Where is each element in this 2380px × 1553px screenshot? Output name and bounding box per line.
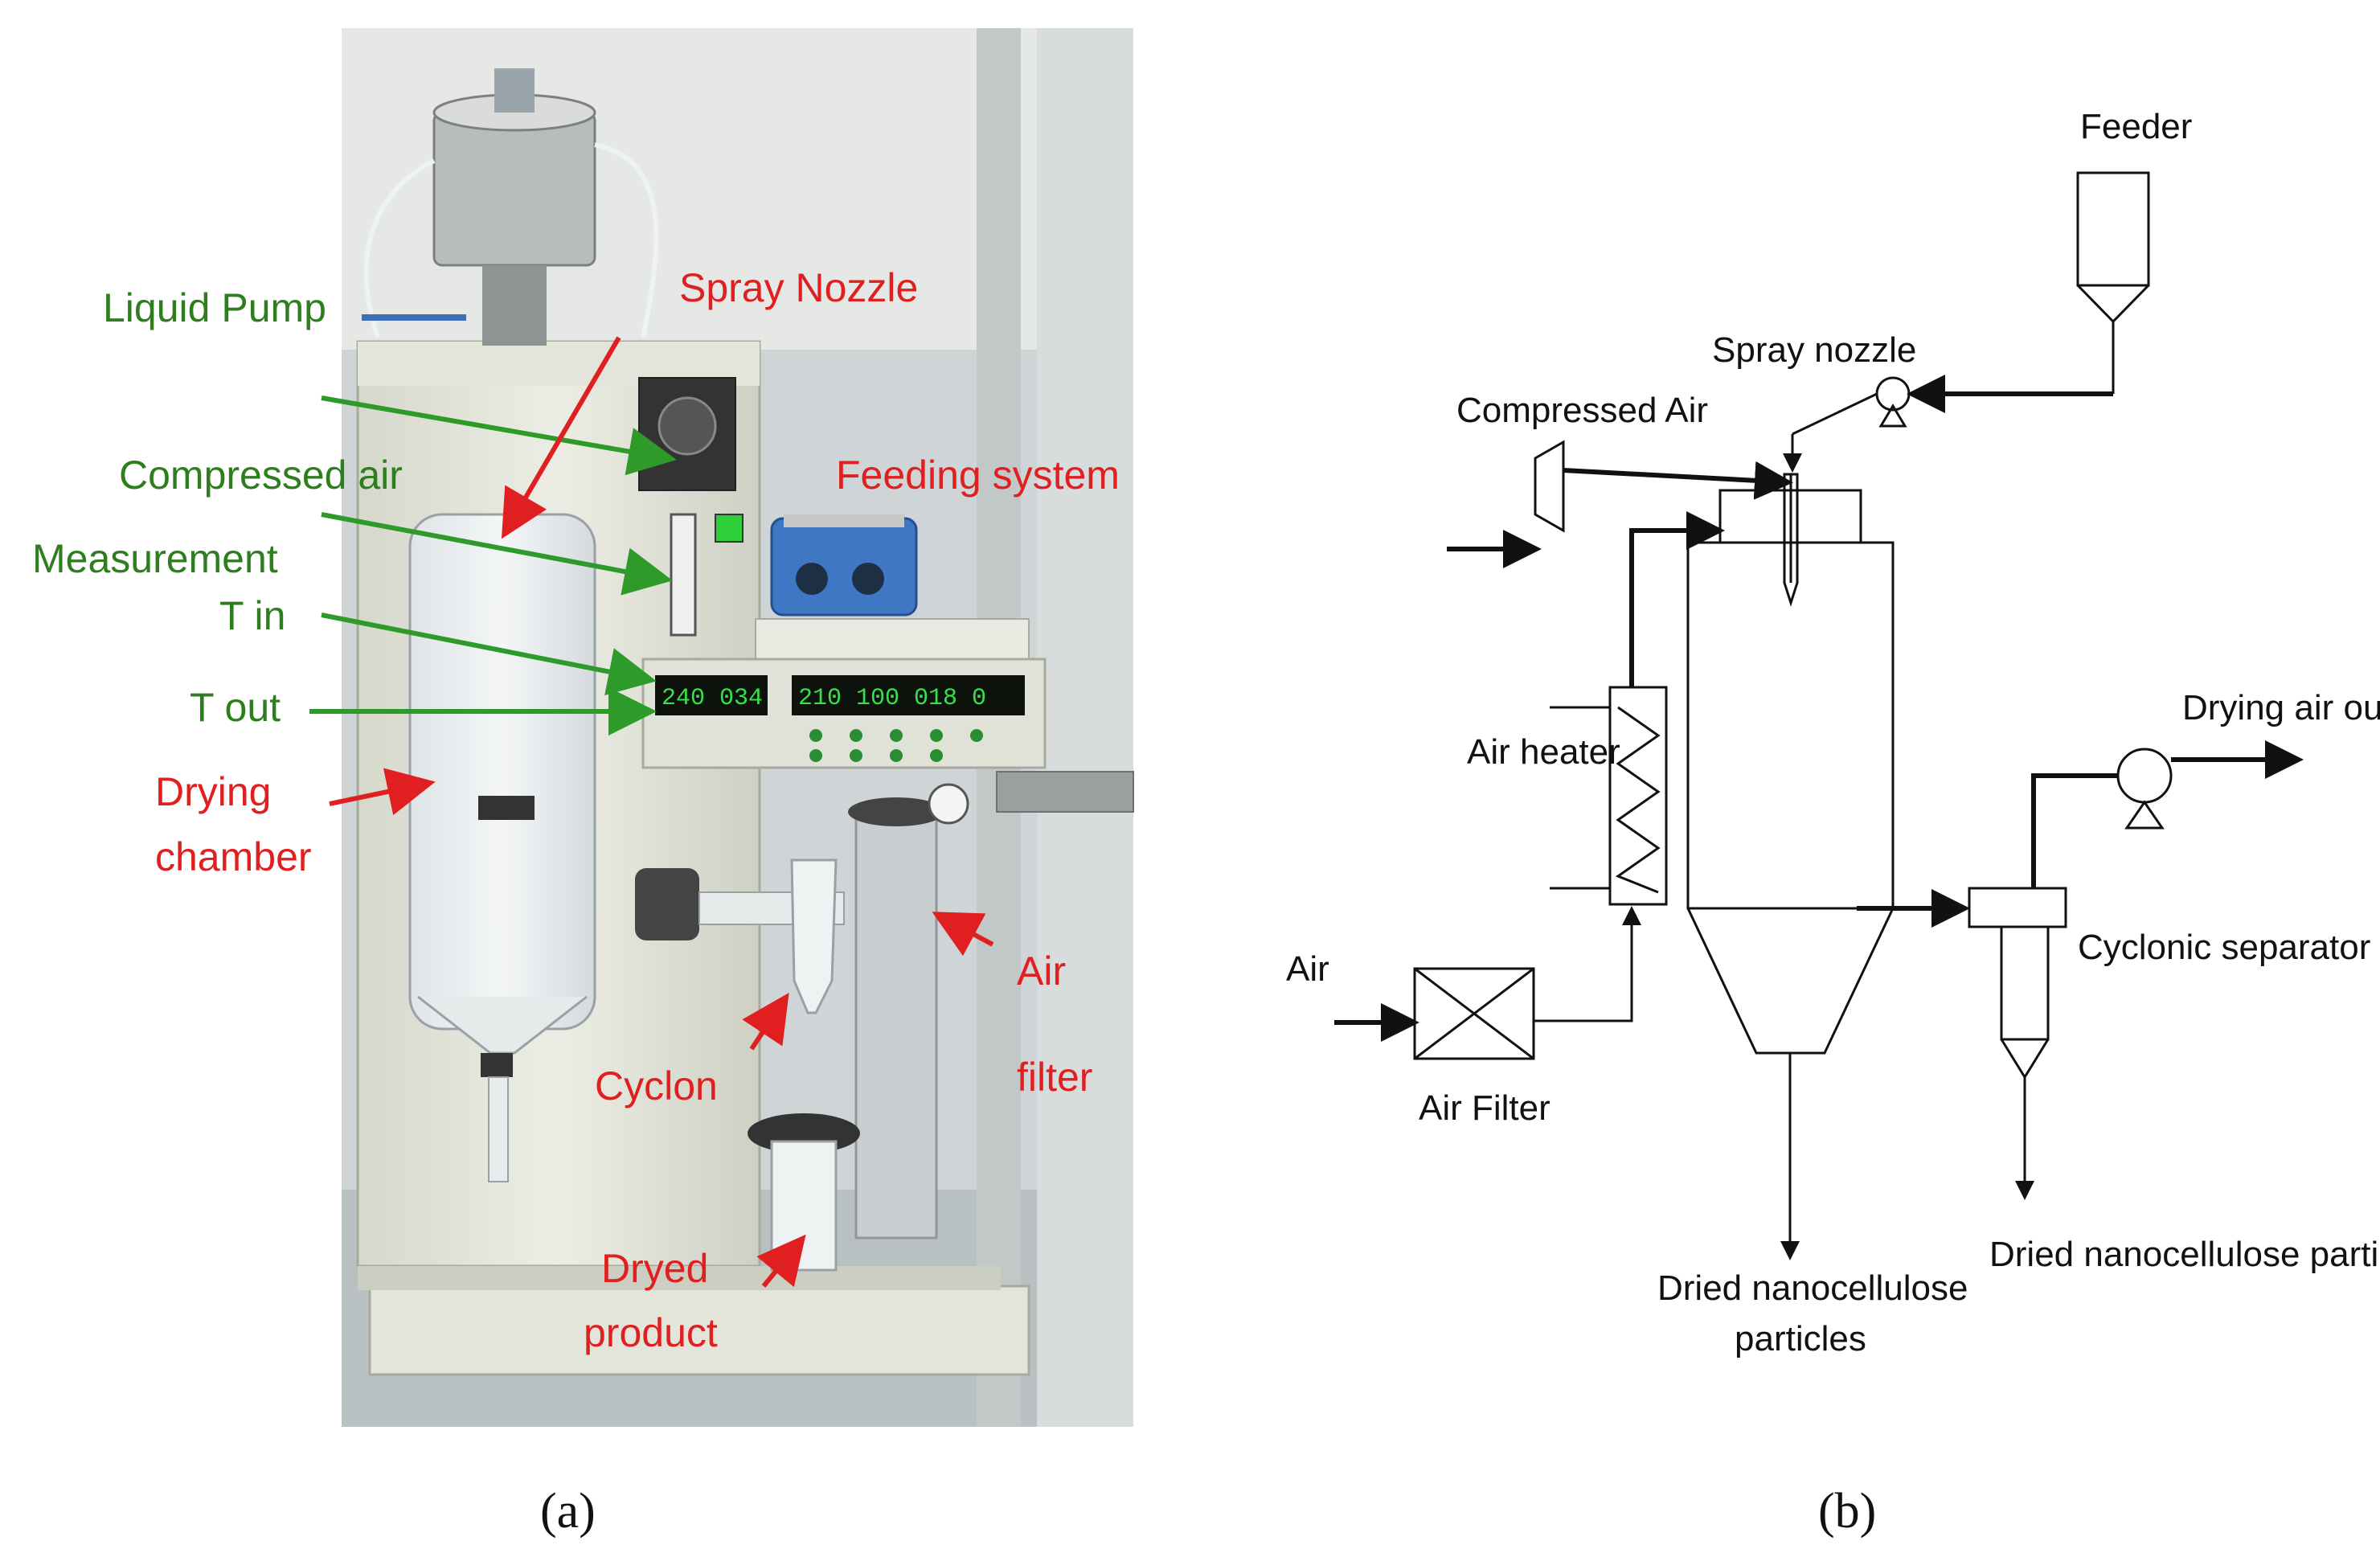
- label-liquid-pump: Liquid Pump: [103, 285, 326, 330]
- label-air-heater: Air heater: [1467, 732, 1620, 772]
- cyclone-glass: [790, 858, 838, 1014]
- tube-right: [594, 142, 659, 338]
- air-filter-x2: [1414, 967, 1534, 1060]
- label-air: Air: [1286, 949, 1329, 989]
- label-cyclon: Cyclon: [595, 1063, 718, 1108]
- feed-pump-base: [1878, 404, 1907, 428]
- arrow-compressed-air: [321, 512, 673, 596]
- air-heater-coil: [1615, 706, 1661, 894]
- label-spray-nozzle-b: Spray nozzle: [1712, 330, 1916, 370]
- label-feeder: Feeder: [2080, 107, 2192, 146]
- photo-panel: 240 034 210 100 018 0 Liquid Pump Spray …: [32, 28, 1134, 1539]
- liquid-pump-motor: [494, 68, 535, 113]
- drying-chamber-glass: [408, 513, 596, 1031]
- label-feeding-system: Feeding system: [836, 453, 1120, 498]
- label-dried-right: Dried nanocellulose particles: [1989, 1235, 2380, 1274]
- display-right-value: 210 100 018 0: [798, 685, 986, 712]
- arrow-liquid-pump: [321, 395, 677, 476]
- arrow-cyclon: [742, 993, 789, 1051]
- arrow-drying-chamber: [329, 768, 436, 816]
- label-compressed-air-b: Compressed Air: [1456, 391, 1708, 430]
- pressure-gauge: [928, 783, 969, 825]
- label-chamber: chamber: [155, 834, 312, 879]
- label-drying: Drying: [155, 769, 271, 814]
- arrow-dryed-product: [756, 1234, 806, 1288]
- label-t-in: T in: [219, 593, 285, 638]
- label-product: product: [584, 1310, 718, 1355]
- heater-to-chamber: [1629, 511, 1725, 687]
- feeding-stirrer: [770, 517, 918, 617]
- liquid-pump-housing: [432, 111, 596, 267]
- instrument-shelf: [755, 618, 1030, 660]
- drying-chamber-cone: [1686, 908, 1895, 1055]
- air-rotameter: [670, 513, 697, 637]
- instrument-base: [368, 1285, 1030, 1376]
- support-bracket: [996, 771, 1134, 813]
- label-cyclonic-separator: Cyclonic separator: [2078, 928, 2370, 967]
- cyclone-cone: [2000, 1039, 2050, 1080]
- display-left-screen: [655, 675, 768, 715]
- label-dryed: Dryed: [601, 1246, 708, 1291]
- cyclone-body: [2000, 925, 2050, 1041]
- stirrer-knob-1: [796, 563, 828, 595]
- label-air-filter: Air Filter: [1419, 1088, 1550, 1128]
- label-t-out: T out: [190, 685, 281, 730]
- outlet-valve: [635, 868, 699, 940]
- compressed-air-to-nozzle: [1563, 461, 1793, 500]
- label-measurement: Measurement: [32, 536, 278, 581]
- display-buttons: [809, 729, 983, 762]
- cyclone-to-fan: [2031, 773, 2118, 888]
- feed-pump-to-nozzle: [1792, 392, 1878, 436]
- stirrer-plate: [784, 514, 904, 527]
- caption-a: (a): [540, 1484, 596, 1539]
- collection-tube: [488, 1076, 509, 1182]
- display-right-screen: [792, 675, 1025, 715]
- chamber-neck-clamp: [481, 1053, 513, 1077]
- instrument-base-edge: [358, 1266, 1001, 1290]
- caption-b: (b): [1818, 1484, 1876, 1539]
- arrow-spray-nozzle: [501, 336, 621, 539]
- air-filter-column: [854, 810, 938, 1240]
- chamber-clamp: [478, 796, 535, 820]
- arrow-t-in: [321, 613, 657, 696]
- label-dried-line2: particles: [1735, 1319, 1866, 1358]
- feeder-hopper: [2076, 171, 2150, 287]
- pump-dial: [657, 396, 717, 456]
- stirrer-knob-2: [852, 563, 884, 595]
- schematic-panel: Feeder Spray nozzle Compressed Air Dried…: [1286, 107, 2380, 1539]
- product-vessel: [770, 1140, 838, 1272]
- filter-to-heater: [1534, 906, 1641, 1022]
- label-compressed-air: Compressed air: [119, 453, 403, 498]
- display-left-value: 240 034: [662, 685, 763, 712]
- cyclone-top: [1968, 887, 2067, 928]
- compressor: [1534, 440, 1565, 533]
- liquid-pump-stem: [482, 265, 547, 346]
- air-filter-cap: [848, 797, 944, 826]
- label-filter: filter: [1017, 1055, 1092, 1100]
- spray-nozzle: [1783, 473, 1799, 607]
- photo-curtain: [1037, 28, 1133, 1427]
- label-drying-air-out: Drying air out: [2182, 688, 2380, 727]
- arrow-air-filter: [932, 912, 994, 957]
- label-spray-nozzle: Spray Nozzle: [679, 265, 918, 310]
- power-button: [715, 514, 743, 543]
- exhaust-fan-circle: [2116, 748, 2173, 804]
- exhaust-fan-base: [2124, 800, 2165, 830]
- drying-chamber: [1686, 541, 1895, 910]
- air-heater: [1608, 686, 1668, 906]
- feeder-cone: [2076, 284, 2150, 324]
- label-air: Air: [1017, 949, 1066, 994]
- tube-left: [363, 158, 436, 338]
- label-dried-line1: Dried nanocellulose: [1657, 1268, 1968, 1308]
